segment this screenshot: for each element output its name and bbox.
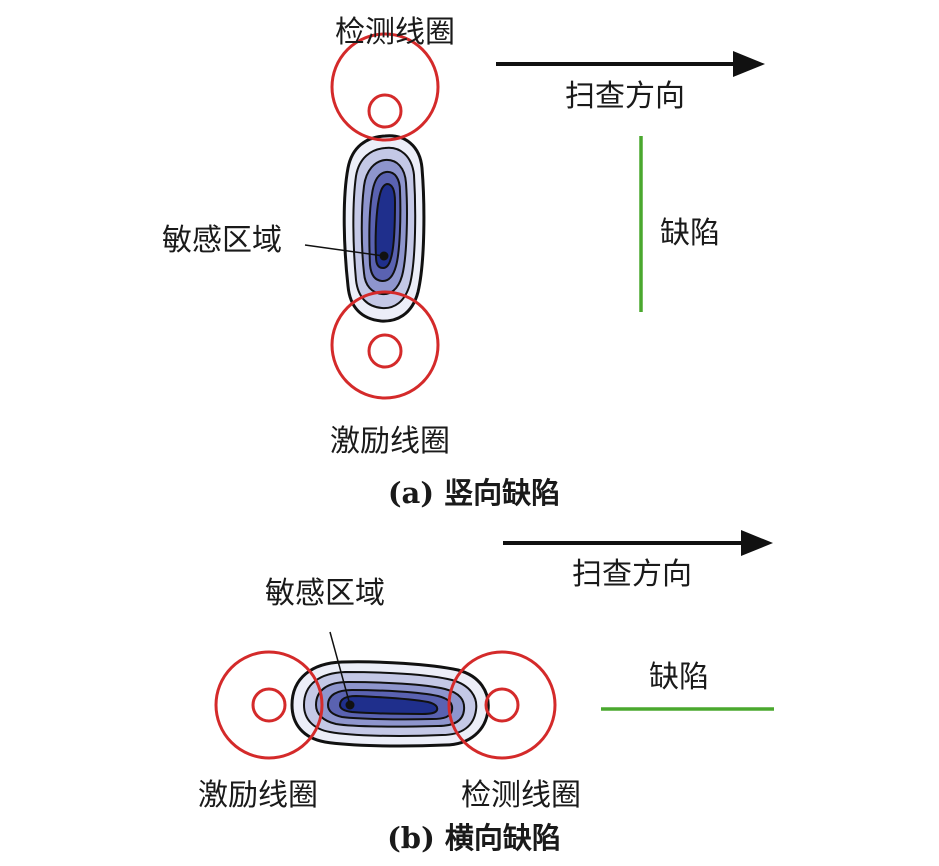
contour-level-5 bbox=[374, 182, 397, 270]
sensitive-region-dot-a bbox=[379, 251, 389, 261]
detect-coil-inner-b bbox=[484, 687, 520, 723]
detect-coil-label-a: 检测线圈 bbox=[335, 15, 455, 50]
sensitive-region-label-b: 敏感区域 bbox=[265, 576, 385, 611]
excite-coil-inner-a bbox=[367, 333, 403, 369]
scan-direction-arrow-b bbox=[503, 530, 773, 556]
excite-coil-b bbox=[214, 650, 324, 760]
sensitive-region-contours-b bbox=[290, 660, 490, 748]
detect-coil-outer-b bbox=[447, 650, 557, 760]
detect-coil-label-b: 检测线圈 bbox=[461, 778, 581, 813]
excite-coil-inner-b bbox=[251, 687, 287, 723]
scan-direction-label-a: 扫查方向 bbox=[565, 79, 685, 114]
scan-direction-arrow-a bbox=[496, 51, 765, 77]
sensitive-region-dot-b bbox=[345, 700, 355, 710]
caption-b: (b) 横向缺陷 bbox=[387, 821, 561, 855]
excite-coil-label-a: 激励线圈 bbox=[330, 424, 450, 459]
sensitive-region-label-a: 敏感区域 bbox=[162, 223, 282, 258]
panel-b: 扫查方向 敏感区域 缺陷 激励线圈 检测线圈 (b) 横向缺陷 bbox=[198, 530, 774, 855]
detect-coil-outer-a bbox=[330, 32, 440, 142]
sensitive-region-leader-a bbox=[304, 244, 385, 257]
caption-a: (a) 竖向缺陷 bbox=[388, 476, 560, 510]
excite-coil-outer-a bbox=[330, 290, 440, 400]
panel-a: 检测线圈 扫查方向 敏感区域 缺陷 激励线圈 (a) 竖向缺陷 bbox=[162, 15, 765, 510]
detect-coil-a bbox=[330, 32, 440, 142]
excite-coil-outer-b bbox=[214, 650, 324, 760]
defect-label-b: 缺陷 bbox=[649, 660, 709, 695]
excite-coil-a bbox=[330, 290, 440, 400]
defect-label-a: 缺陷 bbox=[660, 216, 720, 251]
excite-coil-label-b: 激励线圈 bbox=[198, 778, 318, 813]
sensitive-region-contours-a bbox=[342, 134, 426, 323]
detect-coil-inner-a bbox=[367, 93, 403, 129]
contour-level-5 bbox=[338, 694, 439, 716]
detect-coil-b bbox=[447, 650, 557, 760]
scan-direction-label-b: 扫查方向 bbox=[572, 557, 692, 592]
sensitive-region-leader-b bbox=[329, 631, 351, 706]
